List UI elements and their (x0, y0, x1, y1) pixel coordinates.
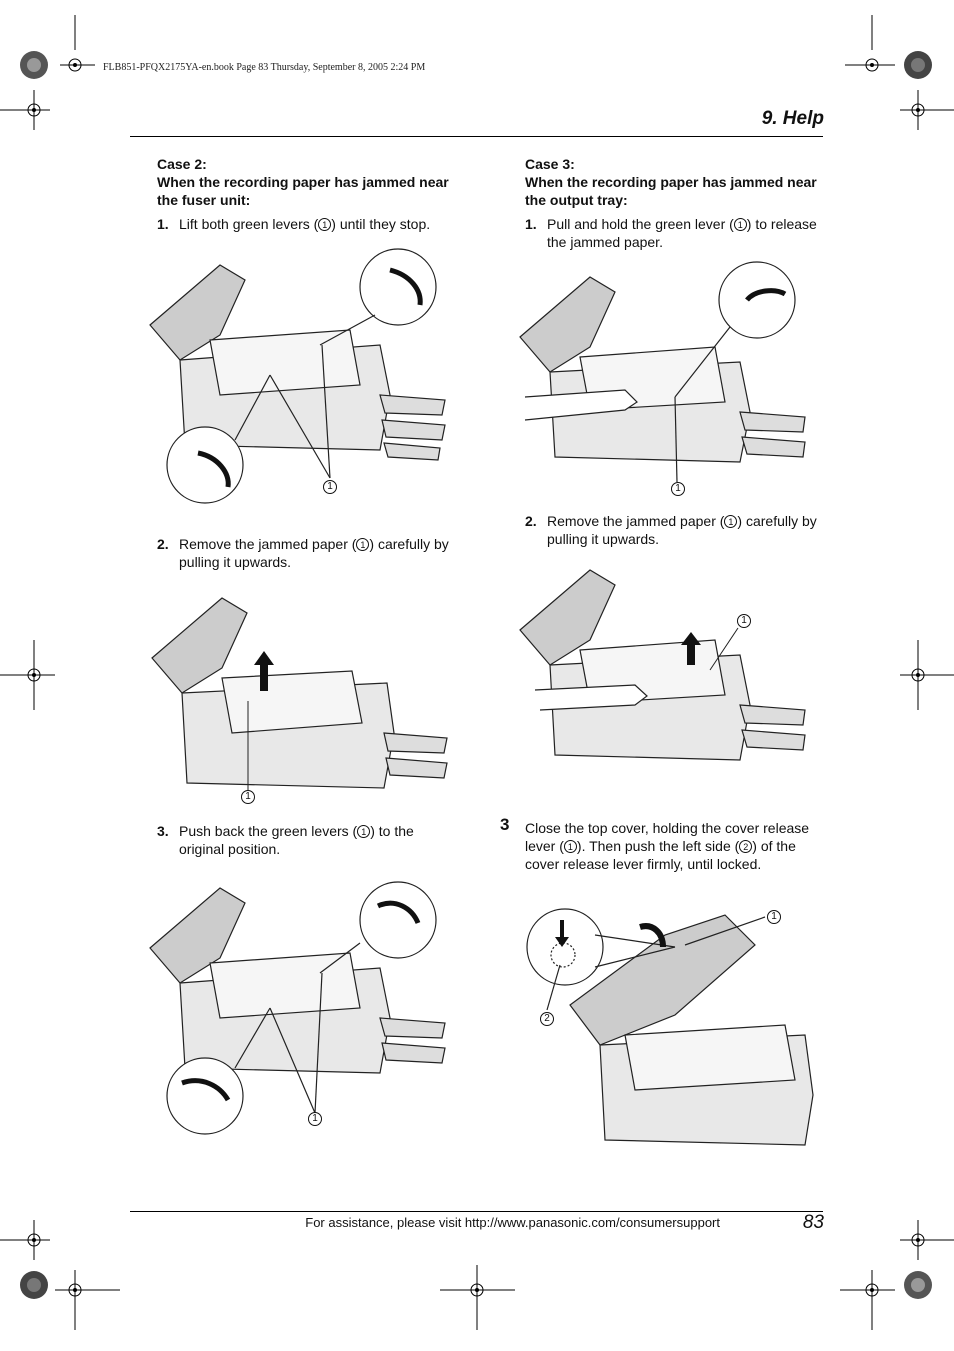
illustration-push-back-levers (149, 881, 446, 1135)
ref-1: 1 (357, 825, 371, 838)
step-number: 2. (525, 513, 537, 529)
illustration-pull-lever (519, 261, 806, 483)
callout-1: 1 (671, 482, 685, 496)
callout-1: 1 (767, 910, 781, 924)
illustration-remove-paper-output (519, 569, 806, 761)
callout-2: 2 (540, 1012, 554, 1026)
step-number: 3. (157, 823, 169, 839)
case2-label: Case 2: (157, 156, 207, 172)
callout-1: 1 (737, 614, 751, 628)
callout-1: 1 (241, 790, 255, 804)
case3-description: When the recording paper has jammed near… (525, 174, 817, 208)
header-rule (130, 136, 823, 137)
step-number: 2. (157, 536, 169, 552)
case3-step-2: 2. Remove the jammed paper (1) carefully… (525, 513, 817, 547)
page-number: 83 (802, 1212, 824, 1233)
ref-1: 1 (724, 515, 738, 528)
callout-1: 1 (308, 1112, 322, 1126)
step-number: 3 (500, 815, 510, 834)
case3-label: Case 3: (525, 156, 575, 172)
case3-step-1: 1. Pull and hold the green lever (1) to … (525, 216, 817, 250)
case2-description: When the recording paper has jammed near… (157, 174, 449, 208)
ref-1: 1 (356, 538, 370, 551)
ref-1: 1 (318, 218, 332, 231)
case2-step-3: 3. Push back the green levers (1) to the… (157, 823, 414, 857)
case2-step-2: 2. Remove the jammed paper (1) carefully… (157, 536, 449, 570)
assistance-text: For assistance, please visit http://www.… (305, 1215, 720, 1230)
final-step-3: 3 Close the top cover, holding the cover… (500, 815, 810, 873)
illustration-remove-paper (151, 597, 448, 793)
callout-1: 1 (323, 480, 337, 494)
step-number: 1. (157, 216, 169, 232)
ref-1: 1 (563, 840, 577, 853)
ref-1: 1 (733, 218, 747, 231)
section-title: 9. Help (761, 108, 824, 129)
ref-2: 2 (739, 840, 753, 853)
illustration-lift-levers (149, 248, 446, 504)
book-info: FLB851-PFQX2175YA-en.book Page 83 Thursd… (103, 62, 426, 73)
step-number: 1. (525, 216, 537, 232)
illustration-close-cover (526, 908, 814, 1146)
footer-rule (130, 1211, 823, 1212)
case2-step-1: 1. Lift both green levers (1) until they… (157, 216, 431, 232)
